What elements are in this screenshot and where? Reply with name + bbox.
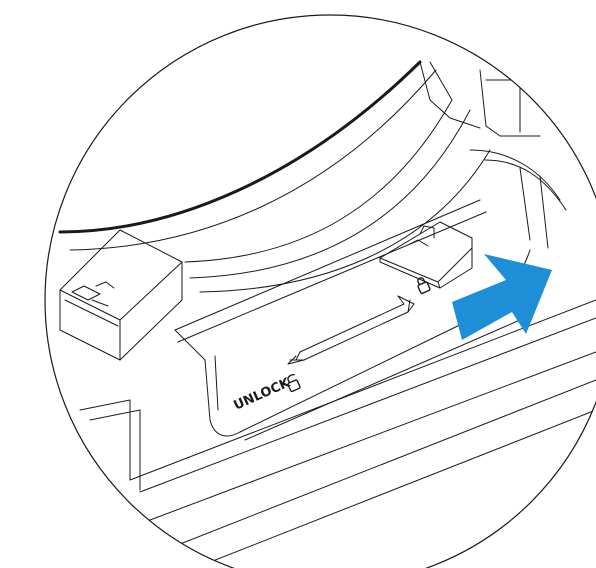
magnifier-outline	[44, 14, 596, 568]
latch-slider-block	[379, 221, 473, 289]
tray-cavity-wall	[58, 60, 491, 293]
slide-direction-arrow	[287, 295, 415, 365]
magnified-view	[58, 60, 596, 568]
base-rails	[79, 299, 596, 568]
blue-arrow-icon	[452, 254, 552, 340]
top-right-post	[419, 61, 541, 137]
unlock-label: UNLOCK	[232, 375, 294, 413]
left-clip	[59, 229, 183, 361]
unlocked-padlock-icon	[287, 373, 301, 393]
locked-padlock-icon	[417, 277, 431, 295]
right-rim	[469, 149, 567, 249]
